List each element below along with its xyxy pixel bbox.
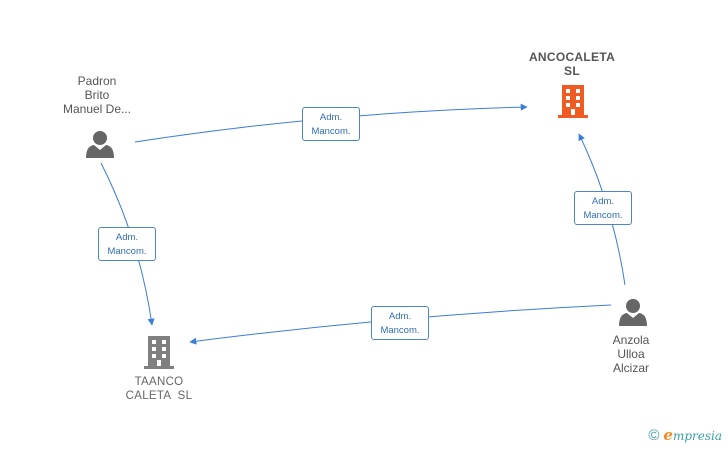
edge-label-adm-mancom[interactable]: Adm. Mancom. <box>302 107 360 141</box>
footer-brand: © empresia <box>648 426 722 444</box>
person-name-label[interactable]: Anzola Ulloa Alcizar <box>612 333 650 375</box>
building-icon[interactable] <box>144 336 174 369</box>
company-name-label[interactable]: TAANCO CALETA SL <box>125 376 193 402</box>
company-name-label[interactable]: ANCOCALETA SL <box>528 50 616 78</box>
copyright-symbol: © <box>648 426 660 444</box>
edge-label-adm-mancom[interactable]: Adm. Mancom. <box>574 191 632 225</box>
edge-label-adm-mancom[interactable]: Adm. Mancom. <box>371 306 429 340</box>
edge-label-adm-mancom[interactable]: Adm. Mancom. <box>98 227 156 261</box>
person-icon[interactable] <box>619 299 647 326</box>
person-name-label[interactable]: Padron Brito Manuel De... <box>62 74 132 116</box>
person-icon[interactable] <box>86 131 114 158</box>
building-icon[interactable] <box>558 85 588 118</box>
empresia-logo: empresia <box>663 426 722 444</box>
